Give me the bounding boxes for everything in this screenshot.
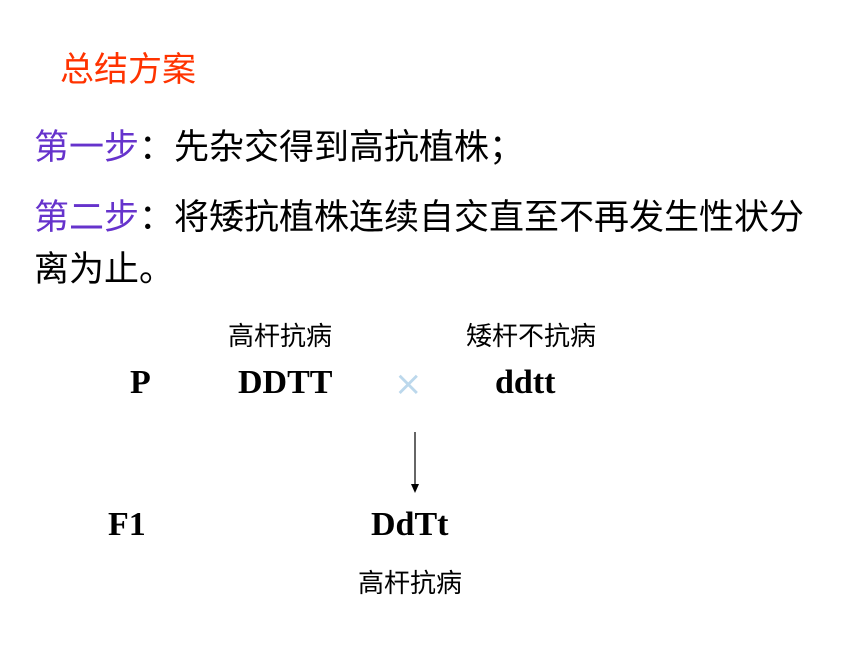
step-one: 第一步：先杂交得到高抗植株； (34, 122, 524, 174)
step-one-label: 第一步 (34, 128, 140, 168)
f1-phenotype: 高杆抗病 (358, 569, 463, 599)
f1-generation-label: F1 (108, 506, 146, 543)
step-two: 第二步：将矮抗植株连续自交直至不再发生性状分离为止。 (34, 192, 824, 296)
parent1-phenotype: 高杆抗病 (228, 322, 333, 352)
down-arrow-icon (411, 432, 419, 493)
step-two-text: ：将矮抗植株连续自交直至不再发生性状分离为止。 (34, 198, 805, 290)
step-two-label: 第二步 (34, 198, 140, 238)
cross-symbol: × (394, 364, 423, 404)
parent2-genotype: ddtt (495, 364, 556, 401)
f1-genotype: DdTt (371, 506, 449, 543)
parent1-genotype: DDTT (238, 364, 333, 401)
parent-generation-label: P (130, 364, 151, 401)
step-one-text: ：先杂交得到高抗植株； (139, 128, 525, 168)
parent2-phenotype: 矮杆不抗病 (466, 322, 597, 352)
slide-title: 总结方案 (60, 50, 196, 90)
